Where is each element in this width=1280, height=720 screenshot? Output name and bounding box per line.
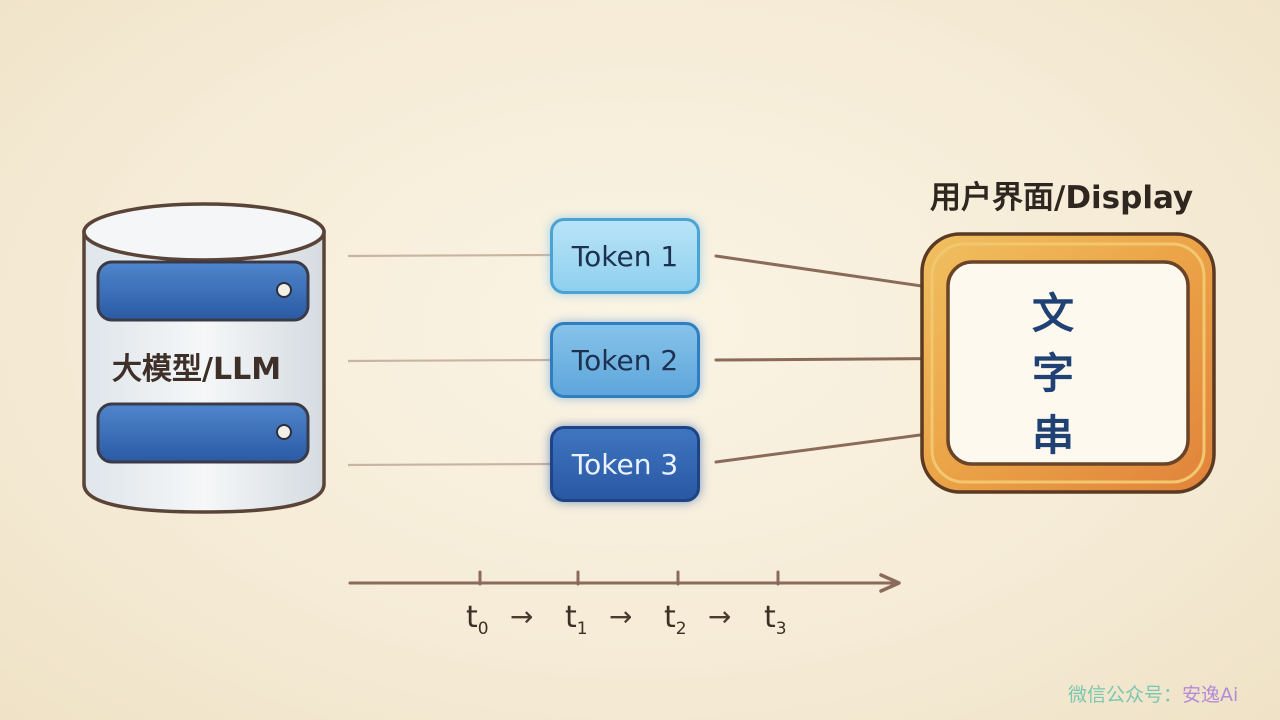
tick-label-t3: t3 xyxy=(764,600,787,639)
token-3-box: Token 3 xyxy=(550,426,700,502)
token-1-box: Token 1 xyxy=(550,218,700,294)
llm-to-token-lines xyxy=(347,253,551,467)
tick-label-t1: t1 xyxy=(565,600,588,639)
display-frame xyxy=(920,232,1216,494)
watermark: 微信公众号：安逸Ai xyxy=(1068,680,1238,707)
timeline-arrow-1: → xyxy=(510,600,534,633)
display-title: 用户界面/Display xyxy=(930,180,1194,216)
line-to-token-2 xyxy=(347,358,551,363)
watermark-name: 安逸Ai xyxy=(1182,684,1239,706)
tick-label-t0: t0 xyxy=(466,600,489,639)
line-to-token-1 xyxy=(347,253,551,258)
timeline-axis xyxy=(348,570,901,593)
display-char-3: 串 xyxy=(1032,411,1075,460)
line-to-token-3 xyxy=(347,462,551,467)
llm-database-icon xyxy=(82,202,326,514)
llm-label: 大模型/LLM xyxy=(112,352,282,387)
timeline-arrow-2: → xyxy=(609,600,633,633)
token-2-box: Token 2 xyxy=(550,322,700,398)
tick-label-t2: t2 xyxy=(664,600,687,639)
display-char-1: 文 xyxy=(1032,289,1075,338)
watermark-prefix: 微信公众号： xyxy=(1068,684,1183,706)
timeline-arrow-3: → xyxy=(708,600,732,633)
display-char-2: 字 xyxy=(1032,349,1075,398)
